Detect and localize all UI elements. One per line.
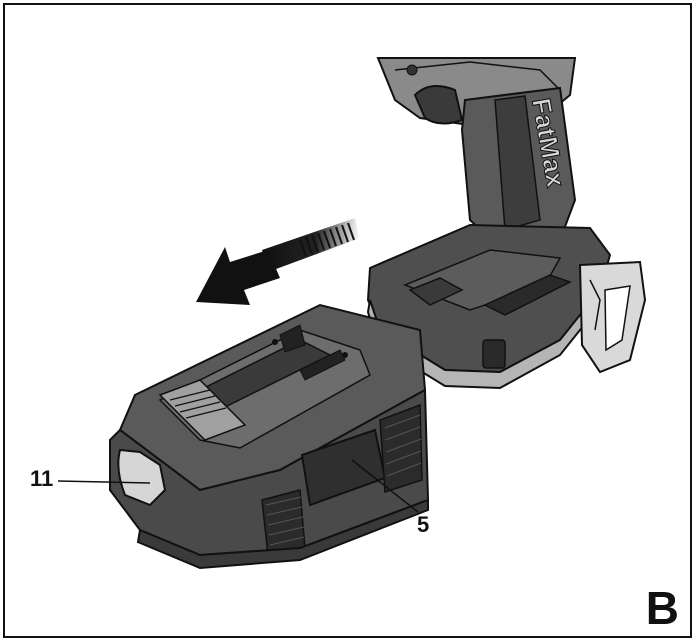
figure-letter: B <box>645 582 679 634</box>
direction-arrow <box>196 218 360 305</box>
battery-pack <box>109 303 430 570</box>
callout-5-leader <box>351 459 419 513</box>
callout-label-11: 11 <box>30 466 54 491</box>
battery-release-button <box>117 448 167 507</box>
drill-tool: FatMax <box>366 57 647 390</box>
callout-11-leader <box>57 480 151 484</box>
callout-label-5: 5 <box>417 512 430 537</box>
